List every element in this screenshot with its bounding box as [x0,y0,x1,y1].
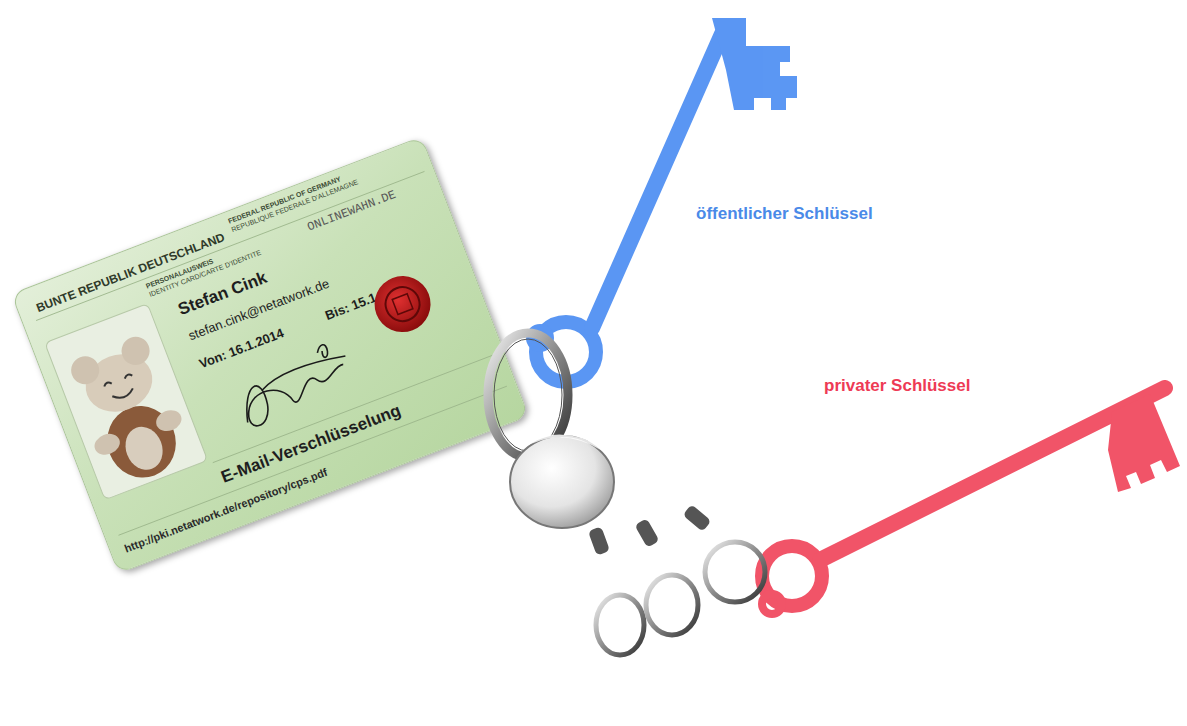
ring-clasp [634,518,659,548]
key-shaft [820,388,1165,560]
key-bow-lobe [762,594,782,614]
key-shaft [592,34,722,328]
ring-disc [510,436,614,528]
id-card: BUNTE REPUBLIK DEUTSCHLANDFEDERAL REPUBL… [11,136,529,574]
public-key [530,18,797,382]
key-ring [488,333,765,655]
disc-shine [520,436,604,450]
key-label: öffentlicher Schlüssel [696,204,873,224]
card-country-fr: REPUBLIQUE FEDERALE D'ALLEMAGNE [230,178,359,234]
small-ring [596,595,644,655]
key-bow-lobe [530,328,550,348]
key-bow [762,546,822,606]
small-ring [705,542,765,602]
private-key [762,388,1180,614]
ring-clasp [683,504,712,531]
key-bow [536,322,596,382]
key-bit [1108,394,1180,492]
valid-to: Bis: 15.1.2016 [323,279,408,323]
small-ring [646,575,698,635]
ring-clasp [588,526,610,555]
key-bit [712,18,797,110]
key-label: privater Schlüssel [824,376,970,396]
